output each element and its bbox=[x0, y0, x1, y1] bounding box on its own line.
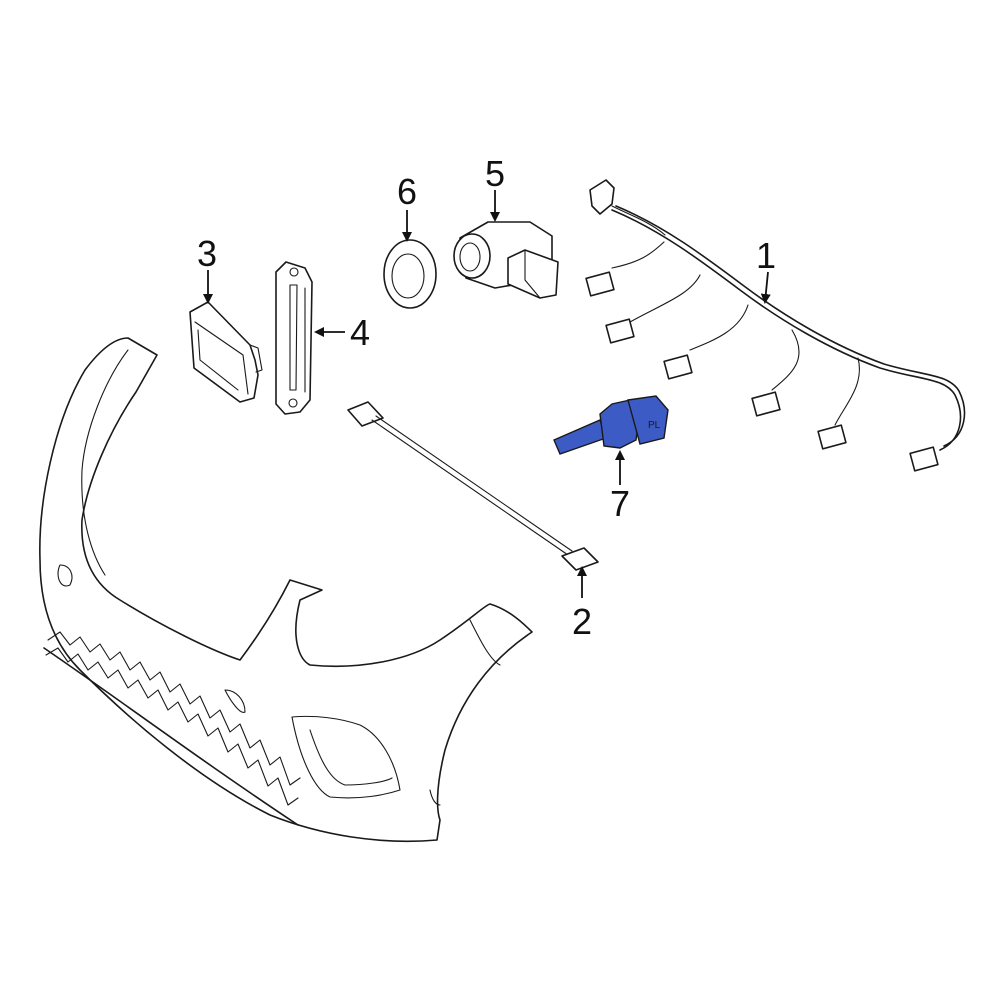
highlighted-sensor: PL bbox=[553, 395, 669, 455]
callout-5: 5 bbox=[485, 153, 505, 194]
wiring-harness bbox=[585, 179, 966, 472]
callout-2: 2 bbox=[572, 601, 592, 642]
sensor-marking: PL bbox=[648, 420, 661, 431]
control-module bbox=[189, 301, 263, 403]
seal-ring bbox=[383, 239, 437, 309]
arrow-1 bbox=[760, 271, 771, 304]
callout-4: 4 bbox=[350, 312, 370, 353]
callout-1: 1 bbox=[756, 235, 776, 276]
antenna-cable bbox=[347, 401, 599, 571]
callout-7: 7 bbox=[610, 483, 630, 524]
parking-sensor bbox=[453, 221, 559, 299]
callout-3: 3 bbox=[197, 233, 217, 274]
mounting-bracket bbox=[275, 261, 313, 415]
bumper-cover bbox=[39, 337, 533, 843]
callout-arrows bbox=[203, 190, 771, 598]
callout-6: 6 bbox=[397, 171, 417, 212]
callout-labels: 1 2 3 4 5 6 7 bbox=[197, 153, 776, 642]
